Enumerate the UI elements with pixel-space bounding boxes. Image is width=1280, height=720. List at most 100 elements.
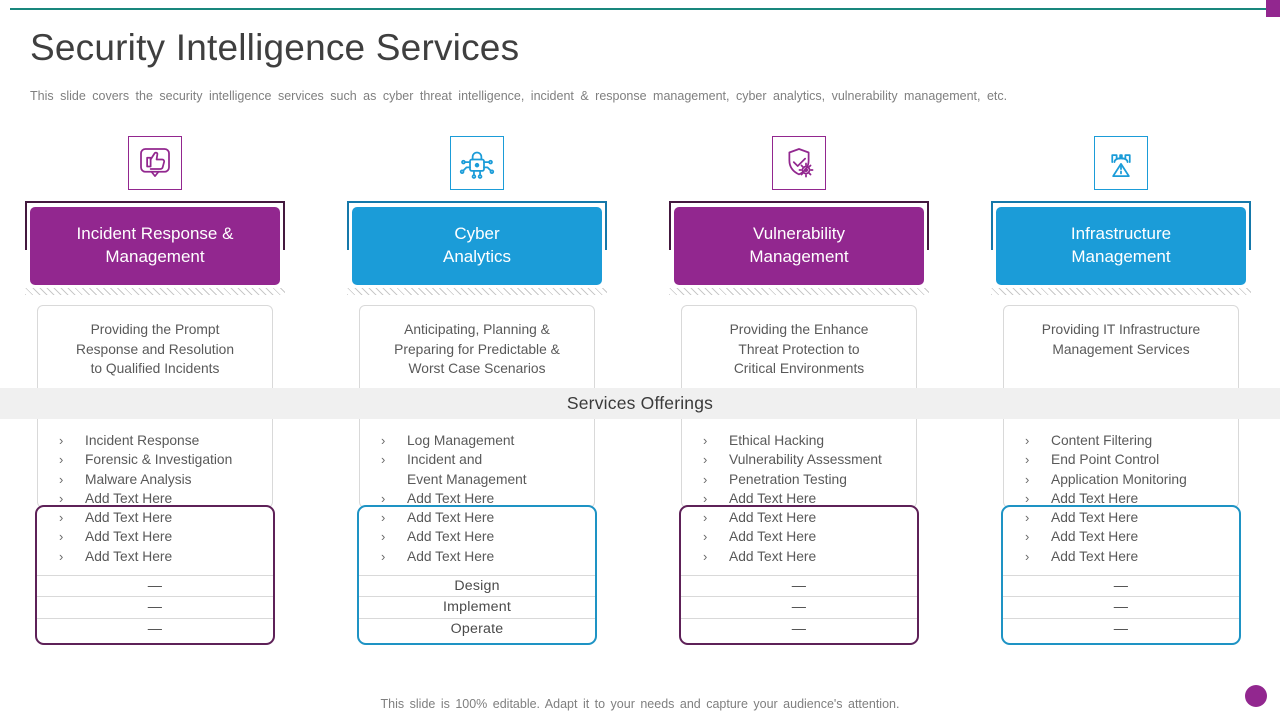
- bullet-text: Penetration Testing: [729, 471, 847, 487]
- phase-rows: ———: [681, 575, 917, 639]
- bullet-item: ›Add Text Here: [699, 508, 915, 527]
- bullet-item: › End Point Control: [1021, 450, 1237, 469]
- service-icon-box: [450, 136, 504, 190]
- bullet-text: Content Filtering: [1051, 433, 1153, 448]
- chevron-bullet-icon: ›: [381, 433, 386, 448]
- bullet-item: ›Add Text Here: [377, 508, 593, 527]
- bullet-item: ›Content Filtering: [1021, 431, 1237, 450]
- chevron-bullet-icon: ›: [1025, 490, 1030, 506]
- bullet-text: Malware Analysis: [85, 471, 192, 487]
- phase-row: —: [681, 596, 917, 617]
- road-infrastructure-icon: [1111, 154, 1131, 177]
- services-offerings-banner: Services Offerings: [0, 388, 1280, 419]
- header-bracket-outline: [347, 201, 607, 250]
- bullet-text: Add Text Here: [407, 548, 495, 564]
- bullet-item: ›Penetration Testing: [699, 470, 915, 489]
- chevron-bullet-icon: ›: [59, 433, 64, 448]
- bullet-item: › Add Text Here: [699, 527, 915, 546]
- chevron-bullet-icon: ›: [1025, 452, 1030, 468]
- cyber-lock-icon: [459, 151, 495, 179]
- chevron-bullet-icon: ›: [381, 452, 386, 468]
- bullet-item: ›Add Text Here: [55, 527, 271, 546]
- chevron-bullet-icon: ›: [59, 548, 64, 564]
- header-hatch-shadow: [25, 288, 285, 295]
- column-header: Incident Response &Management: [30, 207, 280, 285]
- page-title: Security Intelligence Services: [30, 27, 520, 68]
- service-column: Incident Response &Management Providing …: [25, 0, 285, 720]
- phase-rows: ———: [1003, 575, 1239, 639]
- bullet-item: ›Ethical Hacking: [699, 431, 915, 450]
- description-text: Anticipating, Planning &Preparing for Pr…: [394, 322, 560, 377]
- service-icon-box: [1094, 136, 1148, 190]
- bullet-text: Add Text Here: [729, 529, 817, 545]
- bullet-text: Add Text Here: [729, 510, 817, 526]
- bullet-text: Add Text Here: [729, 490, 817, 506]
- bullet-text: Vulnerability Assessment: [729, 452, 882, 468]
- phase-row: —: [37, 575, 273, 596]
- chevron-bullet-icon: ›: [703, 490, 708, 506]
- bullet-text: Add Text Here: [85, 529, 173, 545]
- bullet-item: › Add Text Here: [1021, 489, 1237, 508]
- bullet-text: Add Text Here: [407, 490, 495, 506]
- phase-rows: ———: [37, 575, 273, 639]
- chevron-bullet-icon: ›: [703, 529, 708, 545]
- bullet-item: ›Add Text Here: [377, 489, 593, 508]
- bullet-text: Add Text Here: [729, 548, 817, 564]
- bullet-item: › Add Text Here: [699, 489, 915, 508]
- phase-row: —: [1003, 617, 1239, 639]
- service-icon-box: [128, 136, 182, 190]
- chevron-bullet-icon: ›: [1025, 510, 1030, 526]
- bullet-item: ›Add Text Here: [55, 547, 271, 566]
- chevron-bullet-icon: ›: [703, 548, 708, 564]
- phase-row: —: [37, 617, 273, 639]
- phase-row: Operate: [359, 617, 595, 639]
- bullet-text: Ethical Hacking: [729, 433, 825, 448]
- chevron-bullet-icon: ›: [59, 510, 64, 526]
- bullet-text: Add Text Here: [1051, 548, 1139, 564]
- phase-row: —: [681, 617, 917, 639]
- header-hatch-shadow: [669, 288, 929, 295]
- phase-row: Implement: [359, 596, 595, 617]
- bullet-item: › Add Text Here: [55, 489, 271, 508]
- chevron-bullet-icon: ›: [59, 452, 64, 468]
- chevron-bullet-icon: ›: [59, 471, 64, 487]
- chevron-bullet-icon: ›: [59, 490, 64, 506]
- columns: Incident Response &Management Providing …: [25, 0, 1251, 720]
- thumbs-up-bubble-icon: [140, 148, 170, 177]
- bullet-text: Incident Response: [85, 433, 200, 448]
- bullet-item: › Add Text Here: [1021, 508, 1237, 527]
- bullet-text: Application Monitoring: [1051, 471, 1187, 487]
- bullet-text: Add Text Here: [1051, 490, 1139, 506]
- bullet-item: ›Add Text Here: [377, 527, 593, 546]
- column-header-title: Incident Response &Management: [76, 224, 234, 266]
- bullet-text: End Point Control: [1051, 452, 1160, 468]
- bullet-item: ›Forensic & Investigation: [55, 450, 271, 469]
- bullet-text: Add Text Here: [85, 490, 173, 506]
- services-list: ›Ethical Hacking›Vulnerability Assessmen…: [699, 431, 915, 566]
- bullet-text: Add Text Here: [1051, 510, 1139, 526]
- footer-note: This slide is 100% editable. Adapt it to…: [380, 697, 900, 711]
- services-list: › Incident Response ›Forensic & Investigat…: [55, 431, 271, 566]
- header-hatch-shadow: [991, 288, 1251, 295]
- services-list: ›Content Filtering›End Point Control›App…: [1021, 431, 1237, 566]
- header-hatch-shadow: [347, 288, 607, 295]
- bullet-item: › Vulnerability Assessment: [699, 450, 915, 469]
- chevron-bullet-icon: ›: [703, 452, 708, 468]
- service-icon-box: [772, 136, 826, 190]
- bullet-text: Add Text Here: [407, 529, 495, 545]
- phase-row: Design: [359, 575, 595, 596]
- bullet-item: › Malware Analysis: [55, 470, 271, 489]
- bullet-item: ›Add Text Here: [55, 508, 271, 527]
